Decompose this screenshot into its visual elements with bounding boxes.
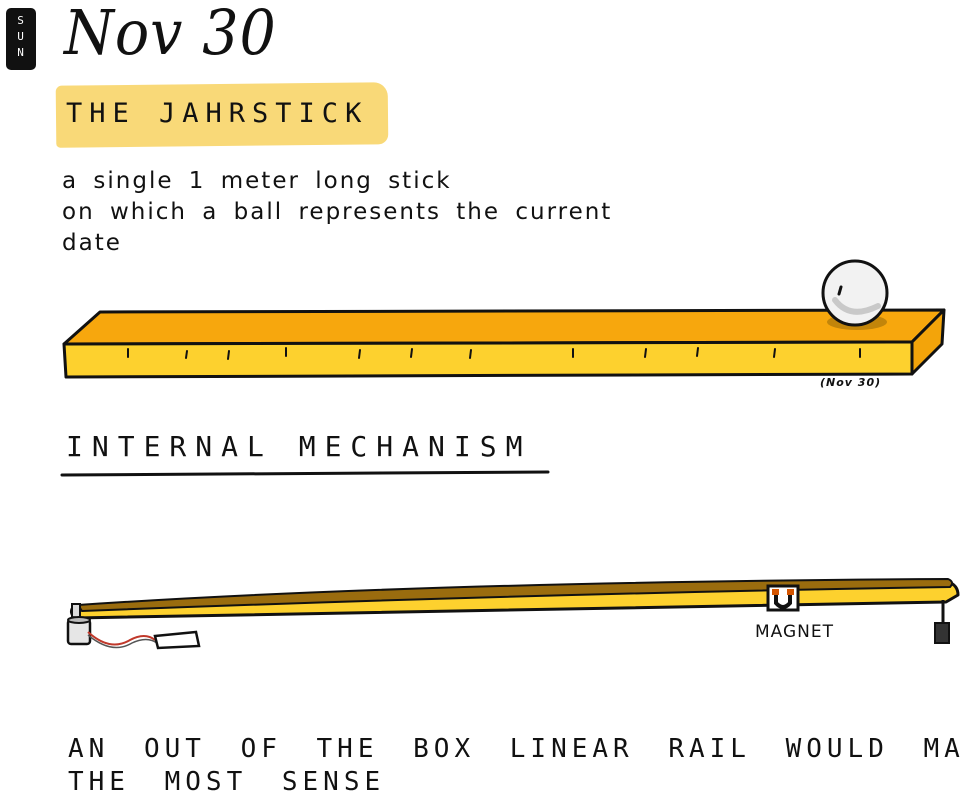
ball-shadow [827,314,887,330]
rail-body [69,580,960,620]
conclusion: AN OUT OF THE BOX LINEAR RAIL WOULD MAKE… [68,733,960,799]
description: a single 1 meter long stick on which a b… [62,166,622,259]
stick-date-label: (Nov 30) [820,376,882,389]
right-foot [934,622,950,644]
magnet [766,584,800,612]
day-letter: N [17,46,25,59]
magnet-label: MAGNET [755,622,835,642]
day-letter: U [17,30,25,43]
description-line: on which a ball represents the current [62,199,613,225]
controller-box [153,630,201,650]
day-letter: S [17,14,25,27]
description-line: a single 1 meter long stick [62,168,452,194]
motor-left [66,618,92,646]
section-title: THE JAHRSTICK [66,98,369,129]
date-ball [821,259,889,327]
conclusion-line: THE MOST SENSE [68,767,386,797]
stick-end-face [910,308,946,376]
internal-mechanism-heading: INTERNAL MECHANISM [66,430,532,463]
stick-front-face [62,340,914,379]
wire [87,631,156,646]
rail-top [76,577,954,613]
day-of-week-badge: S U N [6,8,36,70]
jahrstick-drawing [62,259,946,379]
stick-ticks [127,347,861,360]
heading-underline [60,470,550,477]
date-title: Nov 30 [64,0,277,69]
description-line: date [62,230,122,256]
conclusion-line: AN OUT OF THE BOX LINEAR RAIL WOULD MAKE [68,734,960,764]
ball-highlight [837,285,843,296]
stick-top-face [62,308,946,346]
